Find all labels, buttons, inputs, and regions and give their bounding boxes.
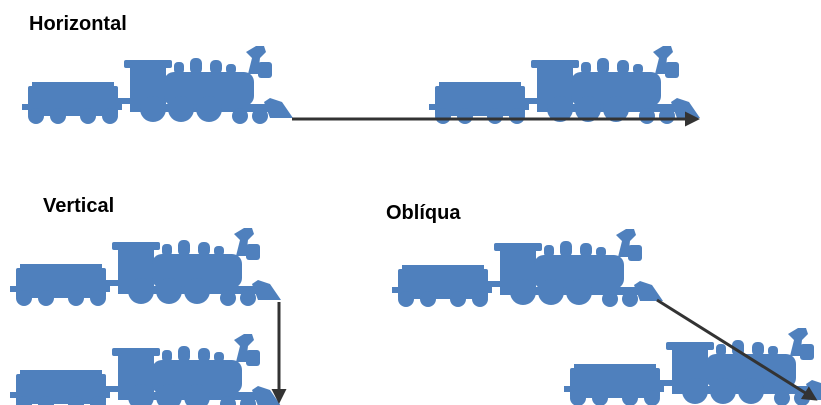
arrow-obliqua [656,298,818,401]
train-horizontal-start [22,46,293,124]
train-vertical-end [10,334,281,405]
train-horizontal-end [429,46,700,124]
train-vertical-start [10,228,281,306]
label-horizontal: Horizontal [29,13,127,35]
train-obliqua-start [392,229,663,307]
train-obliqua-end [564,328,821,405]
label-obliqua: Oblíqua [386,202,461,224]
label-vertical: Vertical [43,195,115,217]
